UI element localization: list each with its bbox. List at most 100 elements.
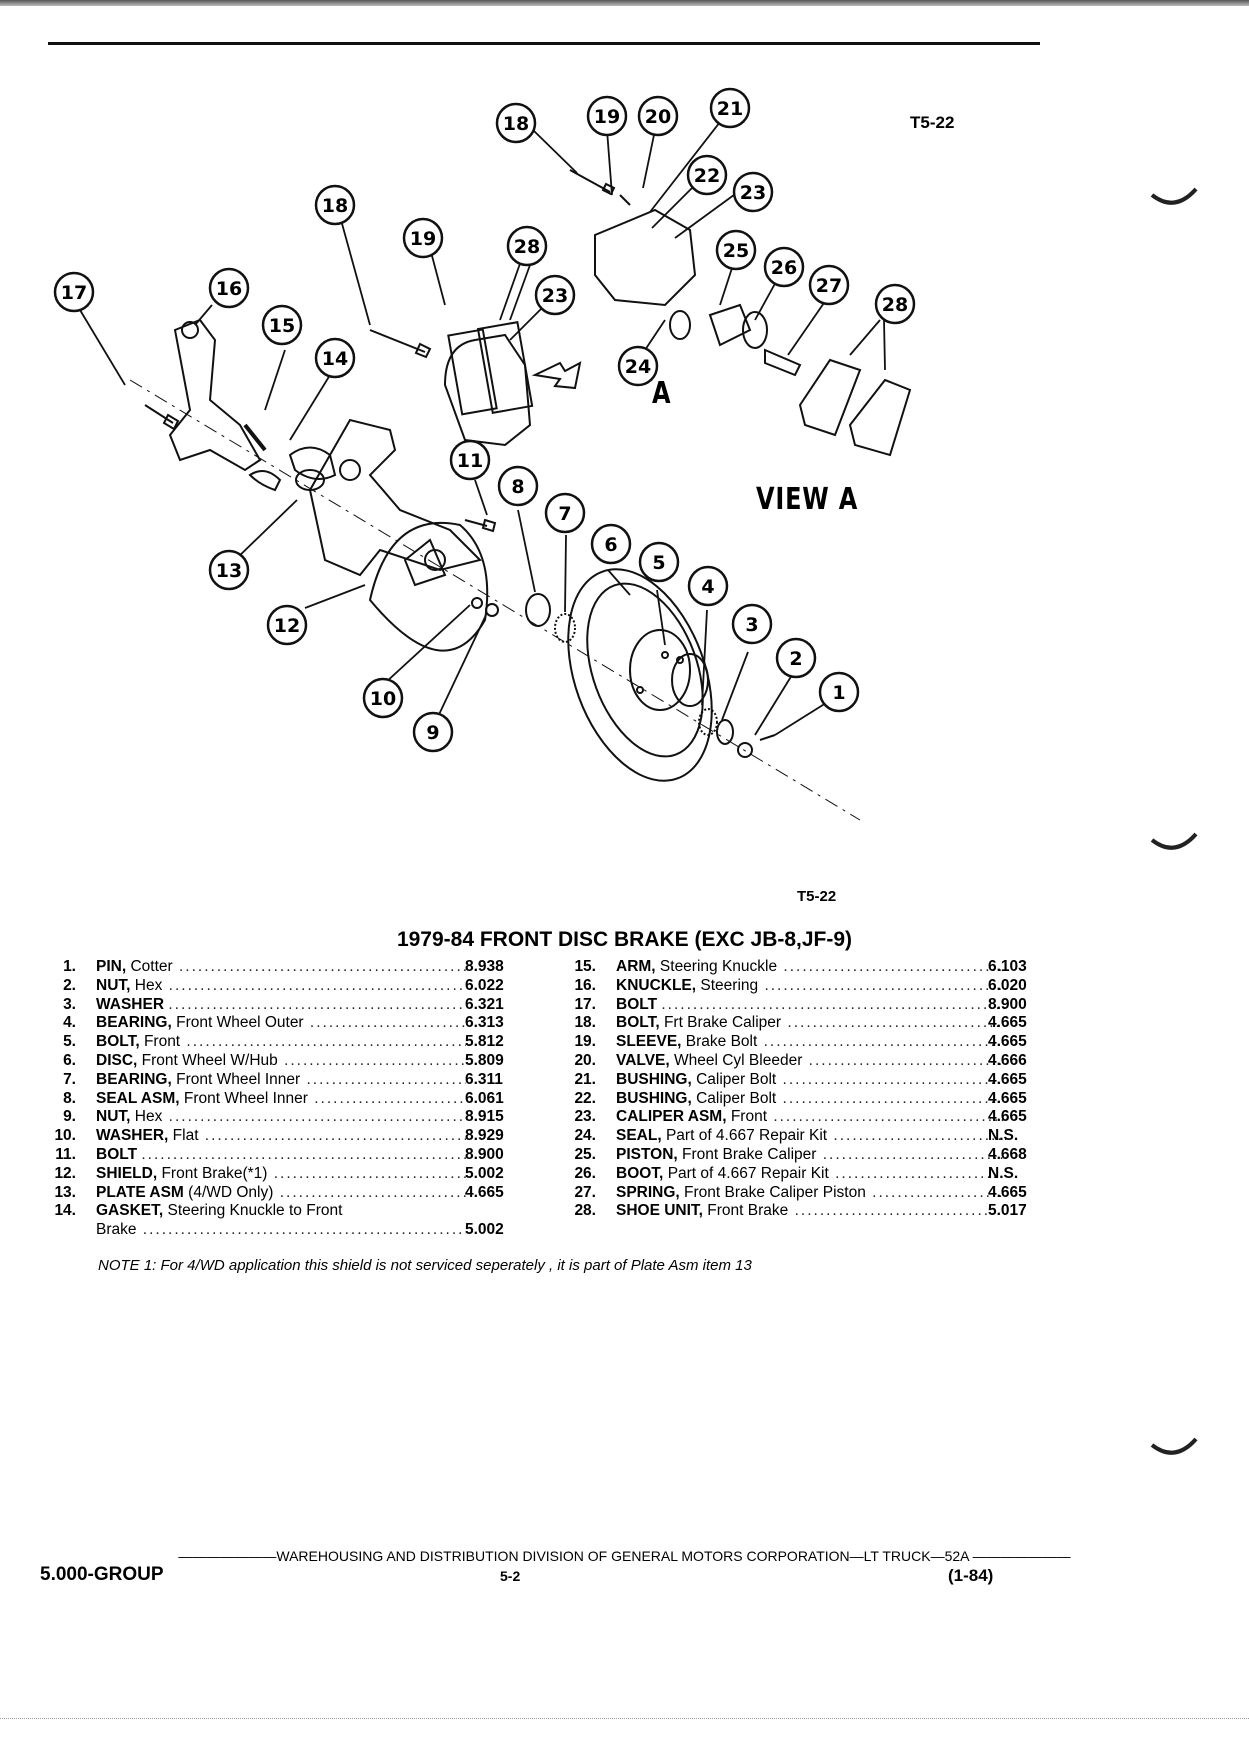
callout-13: 13 — [216, 560, 242, 582]
part-description: BUSHING, Caliper Bolt ..................… — [616, 1070, 1006, 1088]
part-name: BUSHING, — [616, 1070, 692, 1088]
part-detail: Front — [730, 1108, 768, 1126]
callout-5: 5 — [652, 552, 665, 574]
part-description: BEARING, Front Wheel Inner .............… — [96, 1070, 466, 1088]
part-number: 23. — [574, 1108, 596, 1126]
part-description: PIN, Cotter ............................… — [96, 958, 466, 975]
plate-asm-part — [308, 418, 482, 577]
part-name: SLEEVE, — [616, 1033, 682, 1051]
part-name: NUT, — [96, 1108, 131, 1126]
callout-numbers: 18 19 20 21 22 23 18 19 28 23 25 26 27 2… — [61, 98, 908, 744]
group-number: 4.665 — [988, 1033, 1027, 1051]
part-description: WASHER, Flat ...........................… — [96, 1127, 466, 1145]
part-number: 2. — [63, 976, 76, 994]
part-number: 18. — [574, 1014, 596, 1032]
part-description: GASKET, Steering Knuckle to Front — [96, 1202, 466, 1221]
group-number: 6.103 — [988, 958, 1027, 975]
callout-3: 3 — [745, 614, 758, 636]
callout-11: 11 — [457, 450, 483, 472]
part-detail: Front Wheel Inner — [183, 1089, 308, 1107]
callout-28: 28 — [882, 294, 908, 316]
group-number: 4.668 — [988, 1145, 1027, 1163]
part-detail: Part of 4.667 Repair Kit — [665, 1127, 828, 1145]
callout-10: 10 — [370, 688, 396, 710]
part-detail: Front Brake(*1) — [161, 1164, 268, 1182]
binder-hole-mark — [1150, 1437, 1198, 1455]
group-number: N.S. — [988, 1127, 1019, 1145]
part-detail: Frt Brake Caliper — [663, 1014, 782, 1032]
callout-9: 9 — [426, 722, 439, 744]
part-detail: Wheel Cyl Bleeder — [674, 1051, 803, 1069]
part-number: 28. — [574, 1202, 596, 1220]
part-detail: Cotter — [130, 958, 173, 975]
caliper-part — [443, 333, 532, 447]
part-name: CALIPER ASM, — [616, 1108, 727, 1126]
part-description: BOOT, Part of 4.667 Repair Kit .........… — [616, 1164, 1006, 1182]
part-detail: Caliper Bolt — [696, 1089, 777, 1107]
callout-17: 17 — [61, 282, 87, 304]
figure-ref-bottom: T5-22 — [797, 888, 837, 905]
callout-circles — [53, 87, 916, 753]
group-number: 4.665 — [988, 1070, 1027, 1088]
callout-19: 19 — [594, 106, 620, 128]
part-description: VALVE, Wheel Cyl Bleeder ...............… — [616, 1051, 1006, 1069]
binder-hole-mark — [1150, 187, 1198, 205]
footnote: NOTE 1: For 4/WD application this shield… — [98, 1257, 752, 1274]
part-name: BOLT, — [96, 1033, 140, 1051]
footer-publisher: ———————WAREHOUSING AND DISTRIBUTION DIVI… — [178, 1548, 1071, 1564]
part-detail: Caliper Bolt — [696, 1070, 777, 1088]
part-description: BUSHING, Caliper Bolt ..................… — [616, 1089, 1006, 1107]
part-name: SPRING, — [616, 1183, 680, 1201]
group-number: 4.665 — [988, 1183, 1027, 1201]
part-number: 6. — [63, 1051, 76, 1069]
footer-page-number: 5-2 — [500, 1568, 521, 1584]
group-number: 5.809 — [465, 1051, 504, 1069]
part-name: ARM, — [616, 958, 656, 975]
part-number: 4. — [63, 1014, 76, 1032]
part-description: DISC, Front Wheel W/Hub ................… — [96, 1051, 466, 1069]
part-name: SHIELD, — [96, 1164, 158, 1182]
group-number: 4.666 — [988, 1051, 1027, 1069]
group-number: 6.061 — [465, 1089, 504, 1107]
part-description: SEAL, Part of 4.667 Repair Kit .........… — [616, 1127, 1006, 1145]
callout-25: 25 — [723, 240, 749, 262]
part-description: PLATE ASM (4/WD Only) ..................… — [96, 1183, 466, 1201]
part-number: 7. — [63, 1070, 76, 1088]
group-number: 8.929 — [465, 1127, 504, 1145]
figure-ref-top: T5-22 — [910, 113, 955, 132]
callout-14: 14 — [322, 348, 348, 370]
part-number: 11. — [55, 1145, 76, 1163]
callout-19: 19 — [410, 228, 436, 250]
part-name: KNUCKLE, — [616, 976, 697, 994]
group-number: 8.938 — [465, 958, 504, 975]
parts-list-title: 1979-84 FRONT DISC BRAKE (EXC JB-8,JF-9) — [396, 928, 853, 951]
callout-12: 12 — [274, 615, 300, 637]
part-name: BOLT, — [616, 1014, 660, 1032]
arrow-a-label: A — [652, 376, 671, 411]
part-number: 10. — [54, 1127, 76, 1145]
group-number: 4.665 — [465, 1183, 504, 1201]
part-description: BOLT, Frt Brake Caliper ................… — [616, 1014, 1006, 1032]
group-number: 4.665 — [988, 1014, 1027, 1032]
part-name: BEARING, — [96, 1014, 172, 1032]
part-description: BOLT, Front ............................… — [96, 1033, 466, 1051]
group-number: 8.900 — [465, 1145, 504, 1163]
part-name: SHOE UNIT, — [616, 1202, 703, 1220]
footer-date: (1-84) — [948, 1566, 994, 1585]
callout-4: 4 — [701, 576, 714, 598]
group-number: 8.900 — [988, 995, 1027, 1013]
part-detail: Flat — [172, 1127, 199, 1145]
part-number: 25. — [574, 1145, 596, 1163]
part-description: PISTON, Front Brake Caliper ............… — [616, 1145, 1006, 1163]
part-detail: Steering — [700, 976, 759, 994]
part-detail: Front Wheel Inner — [176, 1070, 301, 1088]
part-number: 24. — [574, 1127, 596, 1145]
disc-brake-exploded-diagram: 18 19 20 21 22 23 18 19 28 23 25 26 27 2… — [53, 87, 916, 821]
header-rule — [48, 42, 1040, 45]
part-name: PISTON, — [616, 1145, 678, 1163]
part-name: WASHER — [96, 995, 165, 1013]
part-number: 19. — [574, 1033, 596, 1051]
part-description: ARM, Steering Knuckle ..................… — [616, 958, 1006, 975]
group-number: 4.665 — [988, 1108, 1027, 1126]
part-number: 5. — [63, 1033, 76, 1051]
